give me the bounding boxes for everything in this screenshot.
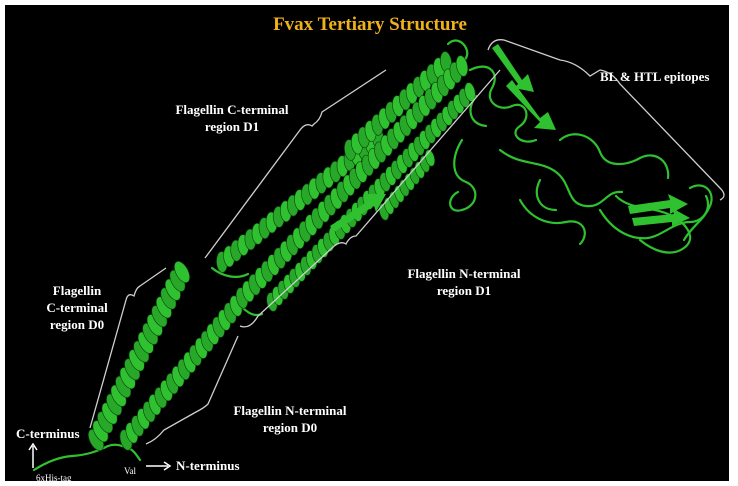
epitope-loop-4	[560, 134, 668, 178]
label-line: C-terminal	[36, 299, 118, 316]
label-c-terminus: C-terminus	[16, 425, 80, 442]
label-flagellin-c-terminal-d0: Flagellin C-terminal region D0	[36, 282, 118, 333]
label-line: Flagellin N-terminal	[220, 402, 360, 419]
label-line: region D0	[220, 419, 360, 436]
label-flagellin-c-terminal-d1: Flagellin C-terminal region D1	[162, 101, 302, 135]
label-line: region D1	[394, 282, 534, 299]
figure-title: Fvax Tertiary Structure	[250, 14, 490, 36]
label-line: Flagellin C-terminal	[162, 101, 302, 118]
label-line: region D0	[36, 316, 118, 333]
label-line: Flagellin	[36, 282, 118, 299]
label-flagellin-n-terminal-d1: Flagellin N-terminal region D1	[394, 265, 534, 299]
connector-loop-mid	[212, 268, 248, 277]
label-line: region D1	[162, 118, 302, 135]
loop-coils	[34, 41, 712, 470]
bracket-bl-htl	[488, 40, 724, 200]
label-flagellin-n-terminal-d0: Flagellin N-terminal region D0	[220, 402, 360, 436]
label-bl-htl-epitopes: BL & HTL epitopes	[600, 68, 709, 85]
epitope-loop-2	[450, 140, 475, 211]
label-line: Flagellin N-terminal	[394, 265, 534, 282]
epitope-loop-10	[537, 180, 556, 210]
label-val: Val	[124, 466, 136, 476]
label-6xhis-tag: 6xHis-tag	[36, 473, 72, 483]
label-n-terminus: N-terminus	[176, 457, 240, 474]
epitope-loop-7	[520, 200, 585, 244]
